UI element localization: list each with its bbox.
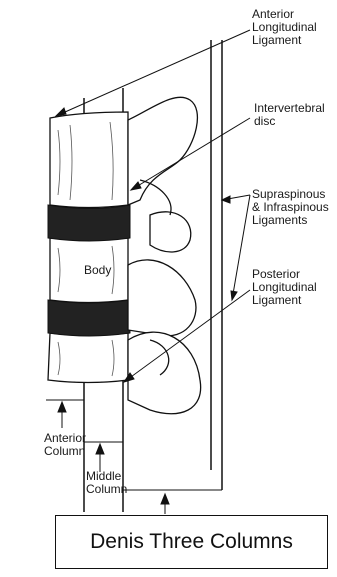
label-middle-column: Middle Column (86, 470, 127, 496)
label-intervertebral-disc: Intervertebral disc (254, 102, 325, 128)
posterior-elements (128, 97, 201, 413)
label-body: Body (84, 264, 111, 277)
vertebral-bodies (48, 112, 128, 383)
label-anterior-column: Anterior Column (44, 432, 86, 458)
label-anterior-longitudinal-ligament: Anterior Longitudinal Ligament (252, 8, 317, 47)
label-posterior-longitudinal-ligament: Posterior Longitudinal Ligament (252, 268, 317, 307)
caption-box: Denis Three Columns (55, 515, 328, 569)
label-supraspinous-infraspinous-ligaments: Supraspinous & Infraspinous Ligaments (252, 188, 329, 227)
caption: Denis Three Columns (90, 530, 293, 554)
